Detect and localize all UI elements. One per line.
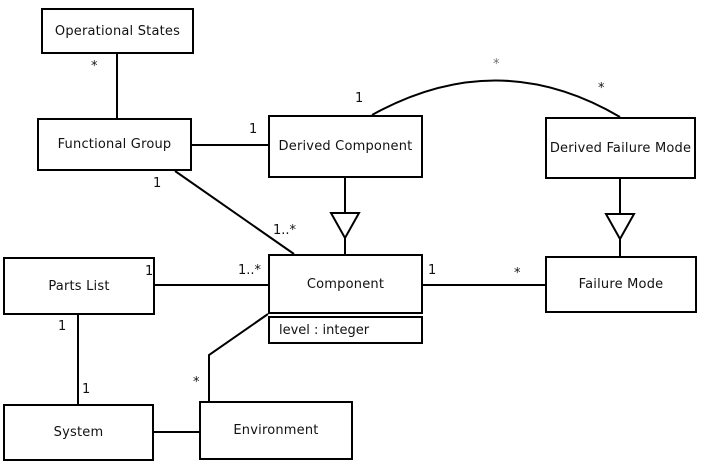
multiplicity-label-mult-dc-arc: 1: [355, 91, 364, 106]
class-box-derived-component[interactable]: Derived Component: [268, 115, 423, 178]
class-box-parts-list[interactable]: Parts List: [3, 257, 155, 315]
relationship-derived-component-derived-failure-mode: [371, 79, 621, 118]
class-name-system: System: [53, 425, 104, 440]
relationship-derived-failure-mode-failure-mode: [604, 179, 636, 256]
multiplicity-label-mult-env-comp: *: [193, 375, 200, 390]
generalization-triangle-derived-failure-mode-failure-mode: [604, 213, 636, 242]
multiplicity-label-mult-arc-apex: *: [493, 57, 500, 72]
class-box-failure-mode[interactable]: Failure Mode: [545, 256, 697, 313]
class-box-component[interactable]: Component: [268, 254, 423, 314]
relationship-layer: [77, 54, 636, 433]
class-name-component: Component: [306, 276, 385, 292]
multiplicity-label-mult-pl-comp-near: 1: [145, 264, 154, 279]
class-name-derived-failure-mode: Derived Failure Mode: [549, 140, 692, 156]
multiplicity-label-mult-pl-comp-far: 1..*: [238, 263, 262, 278]
generalization-triangle-derived-component-component: [329, 212, 361, 241]
class-name-failure-mode: Failure Mode: [578, 277, 664, 292]
multiplicity-label-mult-fg-dc: 1: [249, 122, 258, 137]
multiplicity-label-mult-dfm-arc: *: [598, 81, 605, 96]
multiplicity-label-mult-pl-sys-bot: 1: [82, 382, 91, 397]
relationship-environment-component: [208, 313, 269, 401]
class-box-derived-failure-mode[interactable]: Derived Failure Mode: [545, 117, 696, 179]
class-name-environment: Environment: [233, 423, 319, 438]
class-name-functional-group: Functional Group: [57, 137, 172, 152]
multiplicity-label-mult-fg-comp-far: 1..*: [273, 223, 297, 238]
multiplicity-label-mult-comp-fm-far: *: [514, 266, 521, 281]
class-box-system[interactable]: System: [3, 404, 154, 461]
class-name-derived-component: Derived Component: [278, 139, 413, 154]
connector-arc-derived-component-derived-failure-mode: [371, 79, 621, 118]
class-name-parts-list: Parts List: [48, 278, 110, 294]
multiplicity-label-mult-fg-comp: 1: [153, 176, 162, 191]
connector-line-functional-group-component: [174, 170, 295, 255]
connector-line-environment-component: [208, 313, 269, 401]
relationship-derived-component-component: [329, 178, 361, 254]
relationship-functional-group-component: [174, 170, 295, 255]
class-box-functional-group[interactable]: Functional Group: [37, 118, 192, 171]
class-attributes-component: level : integer: [268, 316, 423, 344]
multiplicity-label-mult-pl-sys-top: 1: [58, 319, 67, 334]
multiplicity-label-mult-os-fg: *: [91, 59, 98, 74]
class-box-operational-states[interactable]: Operational States: [41, 8, 194, 54]
class-box-environment[interactable]: Environment: [199, 401, 353, 460]
class-name-operational-states: Operational States: [54, 23, 181, 39]
multiplicity-label-mult-comp-fm-near: 1: [428, 263, 437, 278]
